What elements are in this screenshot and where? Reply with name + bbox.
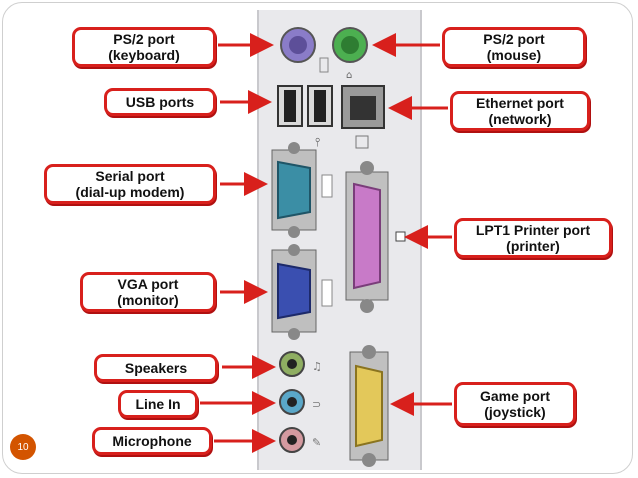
svg-text:⊃: ⊃	[312, 398, 321, 411]
label-ps2-mouse: PS/2 port (mouse)	[442, 27, 586, 67]
label-ps2-keyboard: PS/2 port (keyboard)	[72, 27, 216, 67]
label-usb-ports: USB ports	[104, 88, 216, 116]
label-vga-port: VGA port (monitor)	[80, 272, 216, 312]
svg-text:✎: ✎	[312, 436, 321, 449]
label-line-in: Line In	[118, 390, 198, 418]
label-microphone: Microphone	[92, 427, 212, 455]
vga-port	[277, 262, 311, 320]
label-serial-port: Serial port (dial-up modem)	[44, 164, 216, 204]
svg-text:♫: ♫	[312, 360, 322, 373]
game-port	[355, 364, 383, 448]
label-game-port: Game port (joystick)	[454, 382, 576, 426]
slide-frame	[2, 2, 633, 474]
label-lpt1-printer-port: LPT1 Printer port (printer)	[454, 218, 612, 258]
slide-number-badge: 10	[10, 434, 36, 460]
svg-text:⫯: ⫯	[315, 135, 320, 149]
svg-text:⌂: ⌂	[346, 70, 352, 81]
serial-port	[277, 160, 311, 220]
label-ethernet-port: Ethernet port (network)	[450, 91, 590, 131]
ethernet-port	[341, 85, 385, 129]
lpt1-printer-port	[353, 182, 381, 290]
label-speakers: Speakers	[94, 354, 218, 382]
